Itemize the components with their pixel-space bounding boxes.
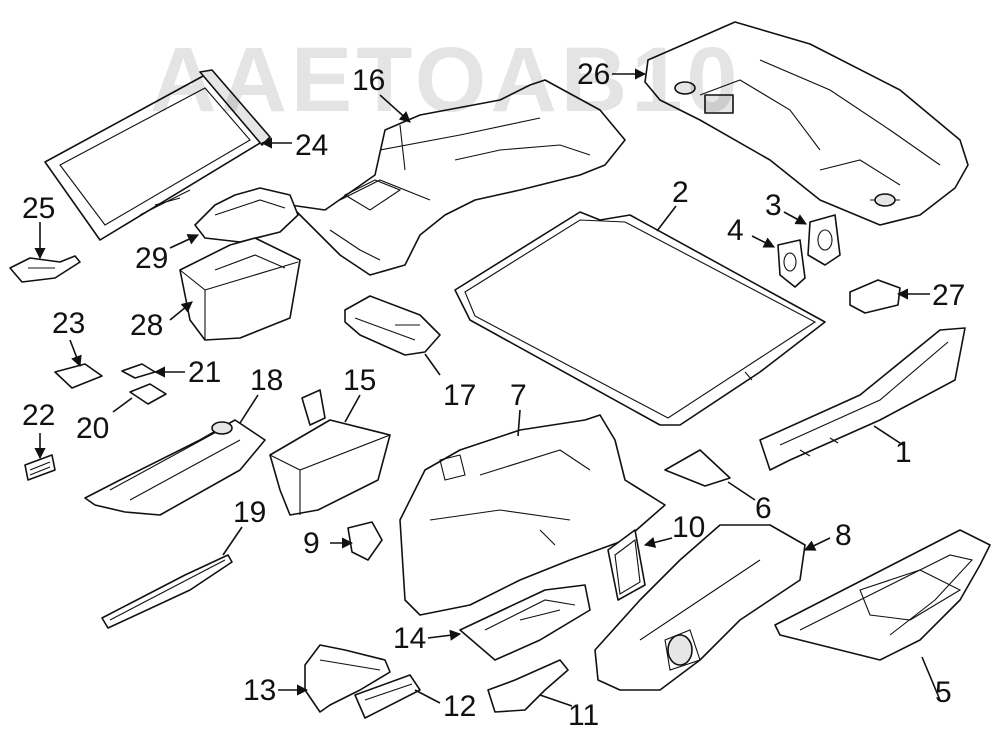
callout-17: 17 (443, 379, 476, 412)
watermark-logo: AAETOAB10 (150, 29, 742, 131)
callout-14: 14 (393, 622, 426, 655)
callout-18: 18 (250, 364, 283, 397)
callout-12: 12 (443, 690, 476, 723)
part-18-side-trim (84, 419, 266, 516)
part-29-tray (194, 187, 299, 243)
part-3-clip (807, 214, 841, 266)
part-22-cover (24, 454, 56, 481)
leader-14 (427, 629, 462, 641)
part-25-bracket (9, 255, 81, 283)
leader-1 (873, 425, 904, 446)
callout-9: 9 (303, 527, 320, 560)
part-1-sill-trim (759, 327, 966, 471)
callout-6: 6 (755, 492, 772, 525)
callout-29: 29 (135, 242, 168, 275)
leader-17 (424, 353, 441, 376)
callout-7: 7 (510, 379, 527, 412)
callout-8: 8 (835, 519, 852, 552)
leader-8 (803, 537, 831, 551)
callout-19: 19 (233, 496, 266, 529)
leader-10 (643, 537, 673, 548)
callout-labels: 1 2 3 4 5 6 7 8 9 10 11 12 13 14 15 16 1… (22, 58, 965, 732)
part-11-bracket (487, 659, 569, 713)
part-8-right-trim (594, 524, 806, 691)
callout-24: 24 (295, 129, 328, 162)
leader-20 (112, 397, 133, 413)
part-2-trunk-mat (454, 211, 826, 426)
callout-11: 11 (568, 699, 599, 732)
part-4-clip (777, 239, 806, 288)
callout-22: 22 (22, 399, 55, 432)
callout-26: 26 (577, 58, 610, 91)
leader-12 (414, 689, 441, 704)
part-7-trunk-side-trim (399, 414, 666, 616)
callout-2: 2 (672, 176, 689, 209)
part-26-floor-insulation (644, 21, 969, 226)
part-14-floor-panel (459, 584, 591, 661)
part-23-cover (54, 363, 103, 389)
part-12-clip-strip (354, 674, 421, 719)
leader-28 (169, 301, 193, 321)
leader-23 (69, 339, 82, 368)
part-9-clip (347, 521, 383, 561)
part-21-cover (121, 363, 156, 379)
callout-20: 20 (76, 412, 109, 445)
callout-3: 3 (765, 189, 782, 222)
leader-lines (34, 68, 941, 707)
callout-21: 21 (188, 356, 221, 389)
part-16-front-carpet (289, 79, 626, 276)
leader-11 (539, 694, 573, 707)
part-13-bracket (304, 644, 391, 713)
leader-19 (222, 526, 243, 556)
part-17-module (344, 295, 441, 356)
callout-4: 4 (727, 214, 744, 247)
leader-5 (921, 656, 941, 701)
leader-3 (783, 211, 807, 225)
callout-25: 25 (22, 192, 55, 225)
part-5-wheel-tray (774, 529, 991, 661)
part-6-pad (664, 449, 731, 487)
part-27-pad (849, 279, 901, 314)
part-24-cargo-cover (44, 69, 271, 241)
callout-15: 15 (343, 364, 376, 397)
callout-28: 28 (130, 309, 163, 342)
leader-7 (517, 409, 521, 437)
callout-5: 5 (935, 676, 952, 709)
leader-18 (239, 394, 259, 424)
leader-15 (344, 394, 361, 423)
leader-4 (751, 235, 776, 248)
leader-29 (169, 234, 200, 249)
leader-6 (727, 481, 756, 501)
part-10-cover (607, 529, 646, 601)
callout-10: 10 (672, 511, 705, 544)
part-28-storage-box (179, 237, 301, 341)
part-19-strip (101, 554, 233, 629)
callout-23: 23 (52, 307, 85, 340)
callout-16: 16 (352, 64, 385, 97)
callout-1: 1 (895, 436, 912, 469)
callout-13: 13 (243, 674, 276, 707)
part-15-battery-tray (269, 389, 391, 516)
leader-16 (379, 94, 411, 123)
part-20-cover (129, 383, 167, 405)
callout-27: 27 (932, 279, 965, 312)
leader-2 (656, 205, 677, 232)
